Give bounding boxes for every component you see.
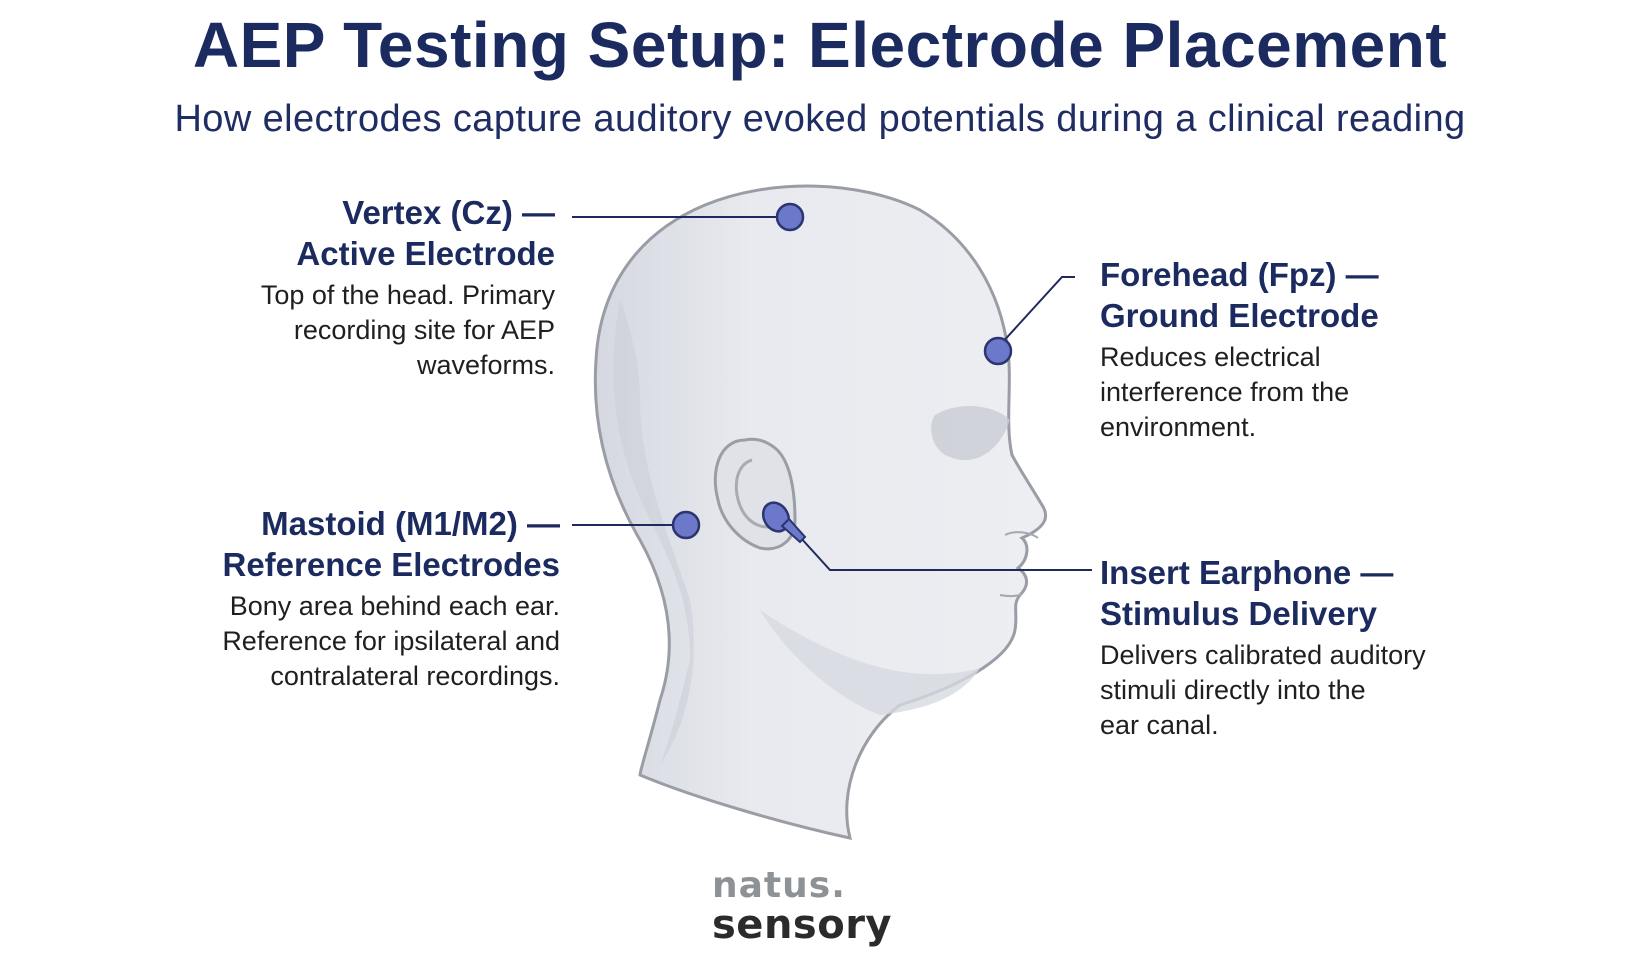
earphone-description: Delivers calibrated auditory stimuli dir… bbox=[1100, 638, 1520, 743]
forehead-heading-line1: Forehead (Fpz) — bbox=[1100, 256, 1379, 293]
insert-earphone bbox=[761, 501, 807, 544]
earphone-desc-line3: ear canal. bbox=[1100, 710, 1219, 740]
earphone-heading-line2: Stimulus Delivery bbox=[1100, 595, 1377, 632]
forehead-description: Reduces electrical interference from the… bbox=[1100, 340, 1500, 445]
logo-natus-word: natus bbox=[712, 865, 832, 906]
head-silhouette bbox=[593, 184, 1048, 840]
forehead-desc-line2: interference from the bbox=[1100, 377, 1350, 407]
mastoid-heading-line2: Reference Electrodes bbox=[222, 546, 561, 583]
page-title: AEP Testing Setup: Electrode Placement bbox=[192, 9, 1448, 81]
forehead-leader-line bbox=[999, 276, 1075, 346]
forehead-callout: Forehead (Fpz) — Ground Electrode Reduce… bbox=[1100, 254, 1500, 445]
vertex-desc-line2: recording site for AEP bbox=[293, 315, 555, 345]
mastoid-description: Bony area behind each ear. Reference for… bbox=[160, 589, 560, 694]
mastoid-desc-line1: Bony area behind each ear. bbox=[229, 591, 560, 621]
vertex-desc-line1: Top of the head. Primary bbox=[260, 280, 555, 310]
nostril bbox=[1004, 531, 1039, 539]
vertex-desc-line3: waveforms. bbox=[416, 350, 555, 380]
vertex-heading-line1: Vertex (Cz) — bbox=[342, 194, 555, 231]
head-shadow bbox=[613, 300, 694, 765]
vertex-heading-line2: Active Electrode bbox=[296, 235, 555, 272]
earphone-heading-line1: Insert Earphone — bbox=[1100, 554, 1394, 591]
page-subtitle: How electrodes capture auditory evoked p… bbox=[174, 98, 1466, 140]
mastoid-heading-line1: Mastoid (M1/M2) — bbox=[261, 505, 560, 542]
mastoid-desc-line3: contralateral recordings. bbox=[270, 661, 560, 691]
earphone-callout: Insert Earphone — Stimulus Delivery Deli… bbox=[1100, 552, 1520, 743]
mastoid-desc-line2: Reference for ipsilateral and bbox=[222, 626, 560, 656]
jaw-shading bbox=[760, 610, 980, 715]
mastoid-callout: Mastoid (M1/M2) — Reference Electrodes B… bbox=[160, 503, 560, 694]
logo-natus-text: natus. bbox=[712, 868, 912, 904]
mouth-line bbox=[999, 593, 1023, 598]
forehead-electrode bbox=[983, 336, 1013, 366]
forehead-heading-line2: Ground Electrode bbox=[1100, 297, 1379, 334]
vertex-electrode bbox=[775, 202, 805, 232]
eye-shading bbox=[931, 405, 1010, 461]
forehead-desc-line1: Reduces electrical bbox=[1100, 342, 1321, 372]
earphone-desc-line2: stimuli directly into the bbox=[1100, 675, 1366, 705]
forehead-desc-line3: environment. bbox=[1100, 412, 1257, 442]
mastoid-electrode bbox=[671, 510, 701, 540]
vertex-description: Top of the head. Primary recording site … bbox=[220, 278, 555, 383]
logo-sensory-text: sensory bbox=[712, 902, 893, 948]
logo-natus-mark: . bbox=[831, 865, 846, 906]
ear-inner bbox=[734, 458, 776, 529]
natus-sensory-logo: natus. sensory bbox=[712, 868, 912, 948]
earphone-desc-line1: Delivers calibrated auditory bbox=[1100, 640, 1426, 670]
vertex-callout: Vertex (Cz) — Active Electrode Top of th… bbox=[220, 192, 555, 383]
earphone-leader-line bbox=[799, 536, 1092, 571]
